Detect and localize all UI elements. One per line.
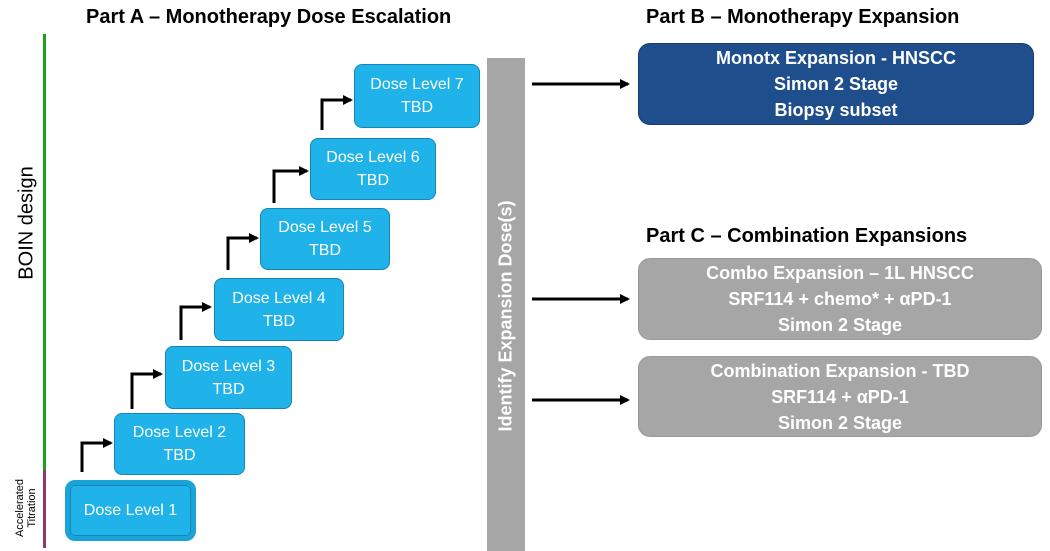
dose-level-2-label: Dose Level 2 [132, 424, 227, 441]
dose-level-7-label: Dose Level 7 [370, 76, 464, 93]
step-arrow-5 [272, 166, 309, 203]
part-c1-line3: Simon 2 Stage [777, 315, 903, 335]
part-a-title: Part A – Monotherapy Dose Escalation [86, 6, 452, 28]
part-b-line3: Biopsy subset [774, 100, 898, 120]
step-arrow-1 [80, 438, 113, 472]
dose-level-7-box: Dose Level 7 TBD [354, 64, 480, 128]
identify-expansion-dose-bar [487, 58, 525, 551]
identify-expansion-dose-label: Identify Expansion Dose(s) [495, 200, 516, 432]
dose-level-4-box: Dose Level 4 TBD [214, 278, 344, 341]
dose-level-1-label: Dose Level 1 [83, 502, 178, 519]
part-c2-line2: SRF114 + αPD-1 [771, 386, 909, 407]
part-b-line1: Monotx Expansion - HNSCC [715, 48, 956, 68]
dose-level-6-label: Dose Level 6 [326, 149, 420, 166]
step-arrow-2 [130, 369, 163, 409]
accelerated-titration-bar [43, 470, 46, 548]
dose-level-4-label: Dose Level 4 [232, 289, 326, 307]
dose-level-5-label: Dose Level 5 [278, 219, 372, 236]
part-b-monotx-expansion-box: Monotx Expansion - HNSCC Simon 2 Stage B… [638, 43, 1034, 125]
part-c-title: Part C – Combination Expansions [646, 225, 968, 247]
dose-level-3-box: Dose Level 3 TBD [165, 346, 292, 409]
part-c1-line2: SRF114 + chemo* + αPD-1 [728, 289, 952, 309]
dose-level-3-label: Dose Level 3 [181, 357, 276, 375]
dose-level-5-tbd: TBD [309, 242, 341, 259]
dose-level-2-tbd: TBD [163, 447, 196, 464]
part-c-combo-expansion-box: Combo Expansion – 1L HNSCC SRF114 + chem… [638, 258, 1042, 340]
dose-level-2-box: Dose Level 2 TBD [114, 413, 245, 475]
dose-level-7-tbd: TBD [401, 99, 433, 116]
step-arrow-3 [179, 302, 212, 340]
part-c2-line3: Simon 2 Stage [777, 412, 903, 433]
part-c2-line1: Combination Expansion - TBD [710, 360, 970, 381]
dose-level-5-box: Dose Level 5 TBD [260, 208, 390, 270]
boin-design-bar [43, 34, 46, 470]
dose-level-6-box: Dose Level 6 TBD [310, 138, 436, 200]
part-b-title: Part B – Monotherapy Expansion [646, 6, 960, 28]
step-arrow-4 [226, 233, 259, 270]
dose-level-3-tbd: TBD [212, 380, 245, 398]
dose-level-1-box: Dose Level 1 [65, 480, 196, 541]
dose-level-6-tbd: TBD [357, 172, 389, 189]
step-arrow-6 [320, 95, 353, 130]
part-c1-line1: Combo Expansion – 1L HNSCC [706, 263, 974, 283]
dose-level-4-tbd: TBD [263, 312, 295, 330]
part-b-line2: Simon 2 Stage [773, 74, 899, 94]
part-c-combination-expansion-box: Combination Expansion - TBD SRF114 + αPD… [638, 356, 1042, 437]
